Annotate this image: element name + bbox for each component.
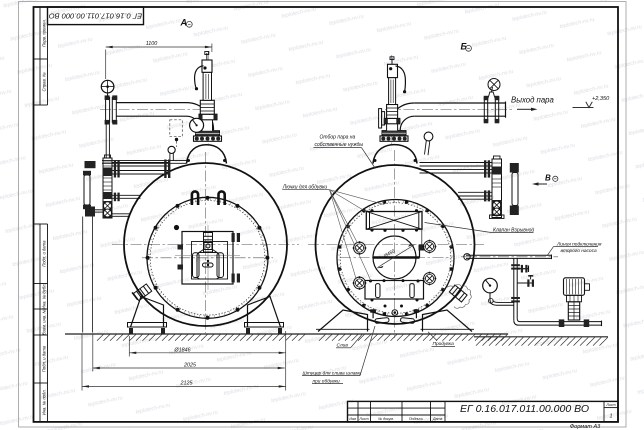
svg-text:+2,350: +2,350	[592, 96, 610, 102]
svg-text:Подп. и дата: Подп. и дата	[41, 240, 46, 267]
svg-text:Взам. инв. №: Взам. инв. №	[41, 309, 46, 335]
svg-text:Отбор пара на: Отбор пара на	[320, 134, 356, 140]
svg-text:Выход пара: Выход пара	[511, 96, 555, 105]
svg-text:Инв. № подл.: Инв. № подл.	[41, 389, 46, 415]
svg-text:Подпись: Подпись	[409, 417, 423, 421]
svg-text:Слив: Слив	[337, 343, 349, 349]
svg-text:Продувка: Продувка	[433, 341, 455, 347]
svg-text:1: 1	[610, 414, 613, 420]
svg-text:Линия подключения: Линия подключения	[556, 241, 602, 247]
svg-text:2125: 2125	[180, 381, 194, 387]
svg-text:В: В	[545, 173, 551, 182]
svg-text:Б: Б	[461, 41, 468, 51]
svg-text:Лист: Лист	[605, 403, 615, 407]
svg-text:Справ. №: Справ. №	[41, 72, 46, 91]
svg-text:Ø450: Ø450	[382, 248, 396, 260]
svg-text:1100: 1100	[146, 41, 158, 47]
svg-text:Перв. примен.: Перв. примен.	[41, 19, 46, 47]
svg-text:Лючки для обдувки: Лючки для обдувки	[282, 184, 328, 190]
svg-text:ЕГ 0.16.017.011.00.000 ВО: ЕГ 0.16.017.011.00.000 ВО	[49, 12, 142, 21]
svg-text:Инв. № дубл.: Инв. № дубл.	[41, 283, 46, 309]
svg-text:ЕГ 0.16.017.011.00.000 ВО: ЕГ 0.16.017.011.00.000 ВО	[460, 403, 589, 415]
svg-text:второго насоса: второго насоса	[561, 249, 597, 254]
svg-text:Лист: Лист	[358, 417, 368, 421]
svg-text:Подп. и дата: Подп. и дата	[41, 345, 46, 372]
svg-text:Изм: Изм	[349, 417, 356, 421]
svg-text:Дата: Дата	[432, 417, 442, 421]
svg-text:Формат А3: Формат А3	[570, 424, 601, 430]
svg-text:Ø1846: Ø1846	[173, 347, 190, 353]
svg-text:А: А	[180, 17, 188, 27]
svg-text:собственные нужды: собственные нужды	[315, 142, 364, 148]
svg-text:№ докум.: № докум.	[378, 417, 394, 421]
svg-text:2025: 2025	[183, 362, 197, 368]
svg-text:при обдувки: при обдувки	[313, 378, 340, 384]
svg-text:Штуцер для слива шлама: Штуцер для слива шлама	[303, 370, 362, 376]
svg-text:Клапан Взрывной: Клапан Взрывной	[493, 226, 534, 233]
